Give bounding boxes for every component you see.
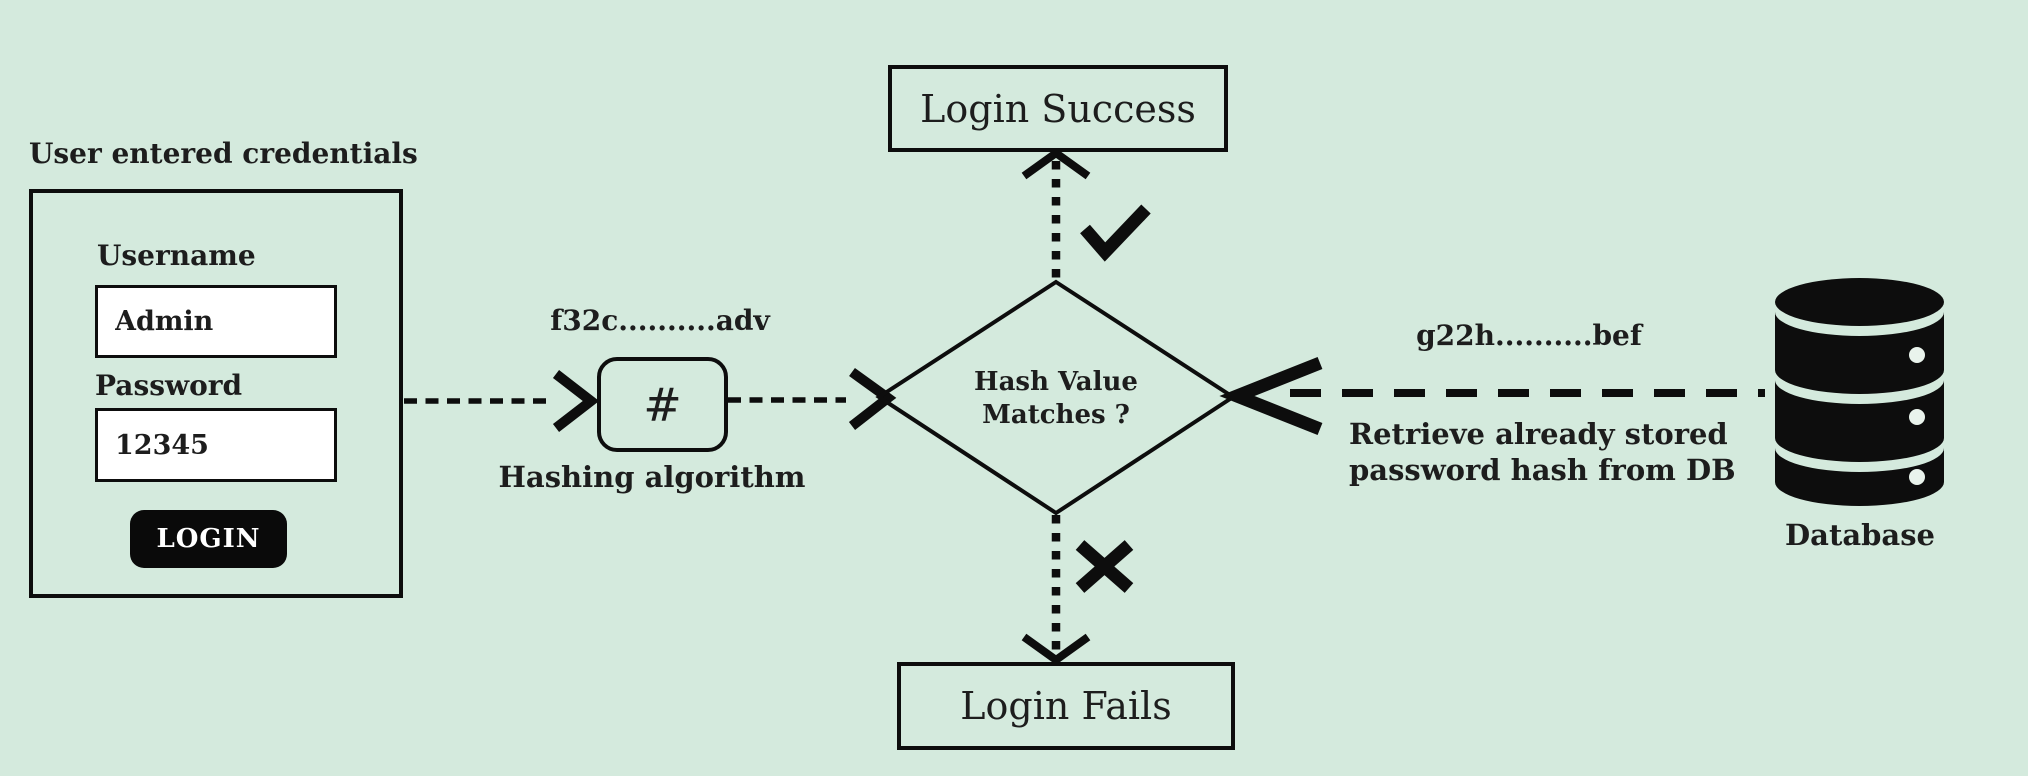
retrieve-note-line2: password hash from DB: [1349, 453, 1736, 487]
database-led-dot: [1909, 409, 1925, 425]
db-to-decision-arrow: [1219, 356, 1765, 436]
password-input[interactable]: [95, 408, 337, 482]
decision-label-line2: Matches ?: [982, 400, 1130, 430]
arrowhead-left-icon: [1219, 356, 1323, 436]
password-label: Password: [95, 369, 243, 402]
hash-output-text: f32c..........adv: [550, 304, 770, 337]
retrieve-note-line1: Retrieve already stored: [1349, 417, 1728, 451]
cross-icon: [1075, 540, 1134, 593]
retrieve-note: Retrieve already stored password hash fr…: [1349, 416, 1736, 488]
decision-diamond: [875, 279, 1237, 516]
login-button-label: LOGIN: [156, 524, 261, 554]
check-icon: [1080, 204, 1151, 262]
credentials-title: User entered credentials: [29, 137, 418, 170]
arrowhead-up-icon: [1021, 148, 1091, 180]
decision-to-success-arrow: [1021, 148, 1091, 280]
arrowhead-down-icon: [1021, 633, 1091, 665]
database-led-dot: [1909, 347, 1925, 363]
database-label: Database: [1785, 518, 1935, 552]
hashing-algorithm-label: Hashing algorithm: [498, 460, 806, 494]
arrowhead-right-icon: [552, 370, 600, 432]
login-success-node: Login Success: [888, 65, 1228, 152]
credentials-to-hash-arrow: [404, 370, 600, 432]
credentials-panel: [29, 189, 403, 598]
login-success-label: Login Success: [920, 86, 1196, 131]
decision-label-line1: Hash Value: [974, 367, 1138, 397]
arrowhead-right-icon: [848, 367, 897, 430]
login-fails-node: Login Fails: [897, 662, 1235, 750]
hashing-algorithm-node: #: [597, 357, 728, 452]
decision-label: Hash Value Matches ?: [946, 366, 1166, 432]
login-button[interactable]: LOGIN: [130, 510, 287, 568]
hash-symbol: #: [643, 377, 682, 432]
bottom-strip: [0, 776, 2028, 782]
decision-to-fail-arrow: [1021, 515, 1091, 665]
database-led-dot: [1909, 469, 1925, 485]
login-fails-label: Login Fails: [960, 684, 1172, 728]
username-input[interactable]: [95, 285, 337, 358]
username-label: Username: [97, 239, 256, 272]
database-icon: [1775, 278, 1944, 506]
stored-hash-text: g22h..........bef: [1416, 319, 1642, 352]
hash-to-decision-arrow: [728, 367, 897, 430]
